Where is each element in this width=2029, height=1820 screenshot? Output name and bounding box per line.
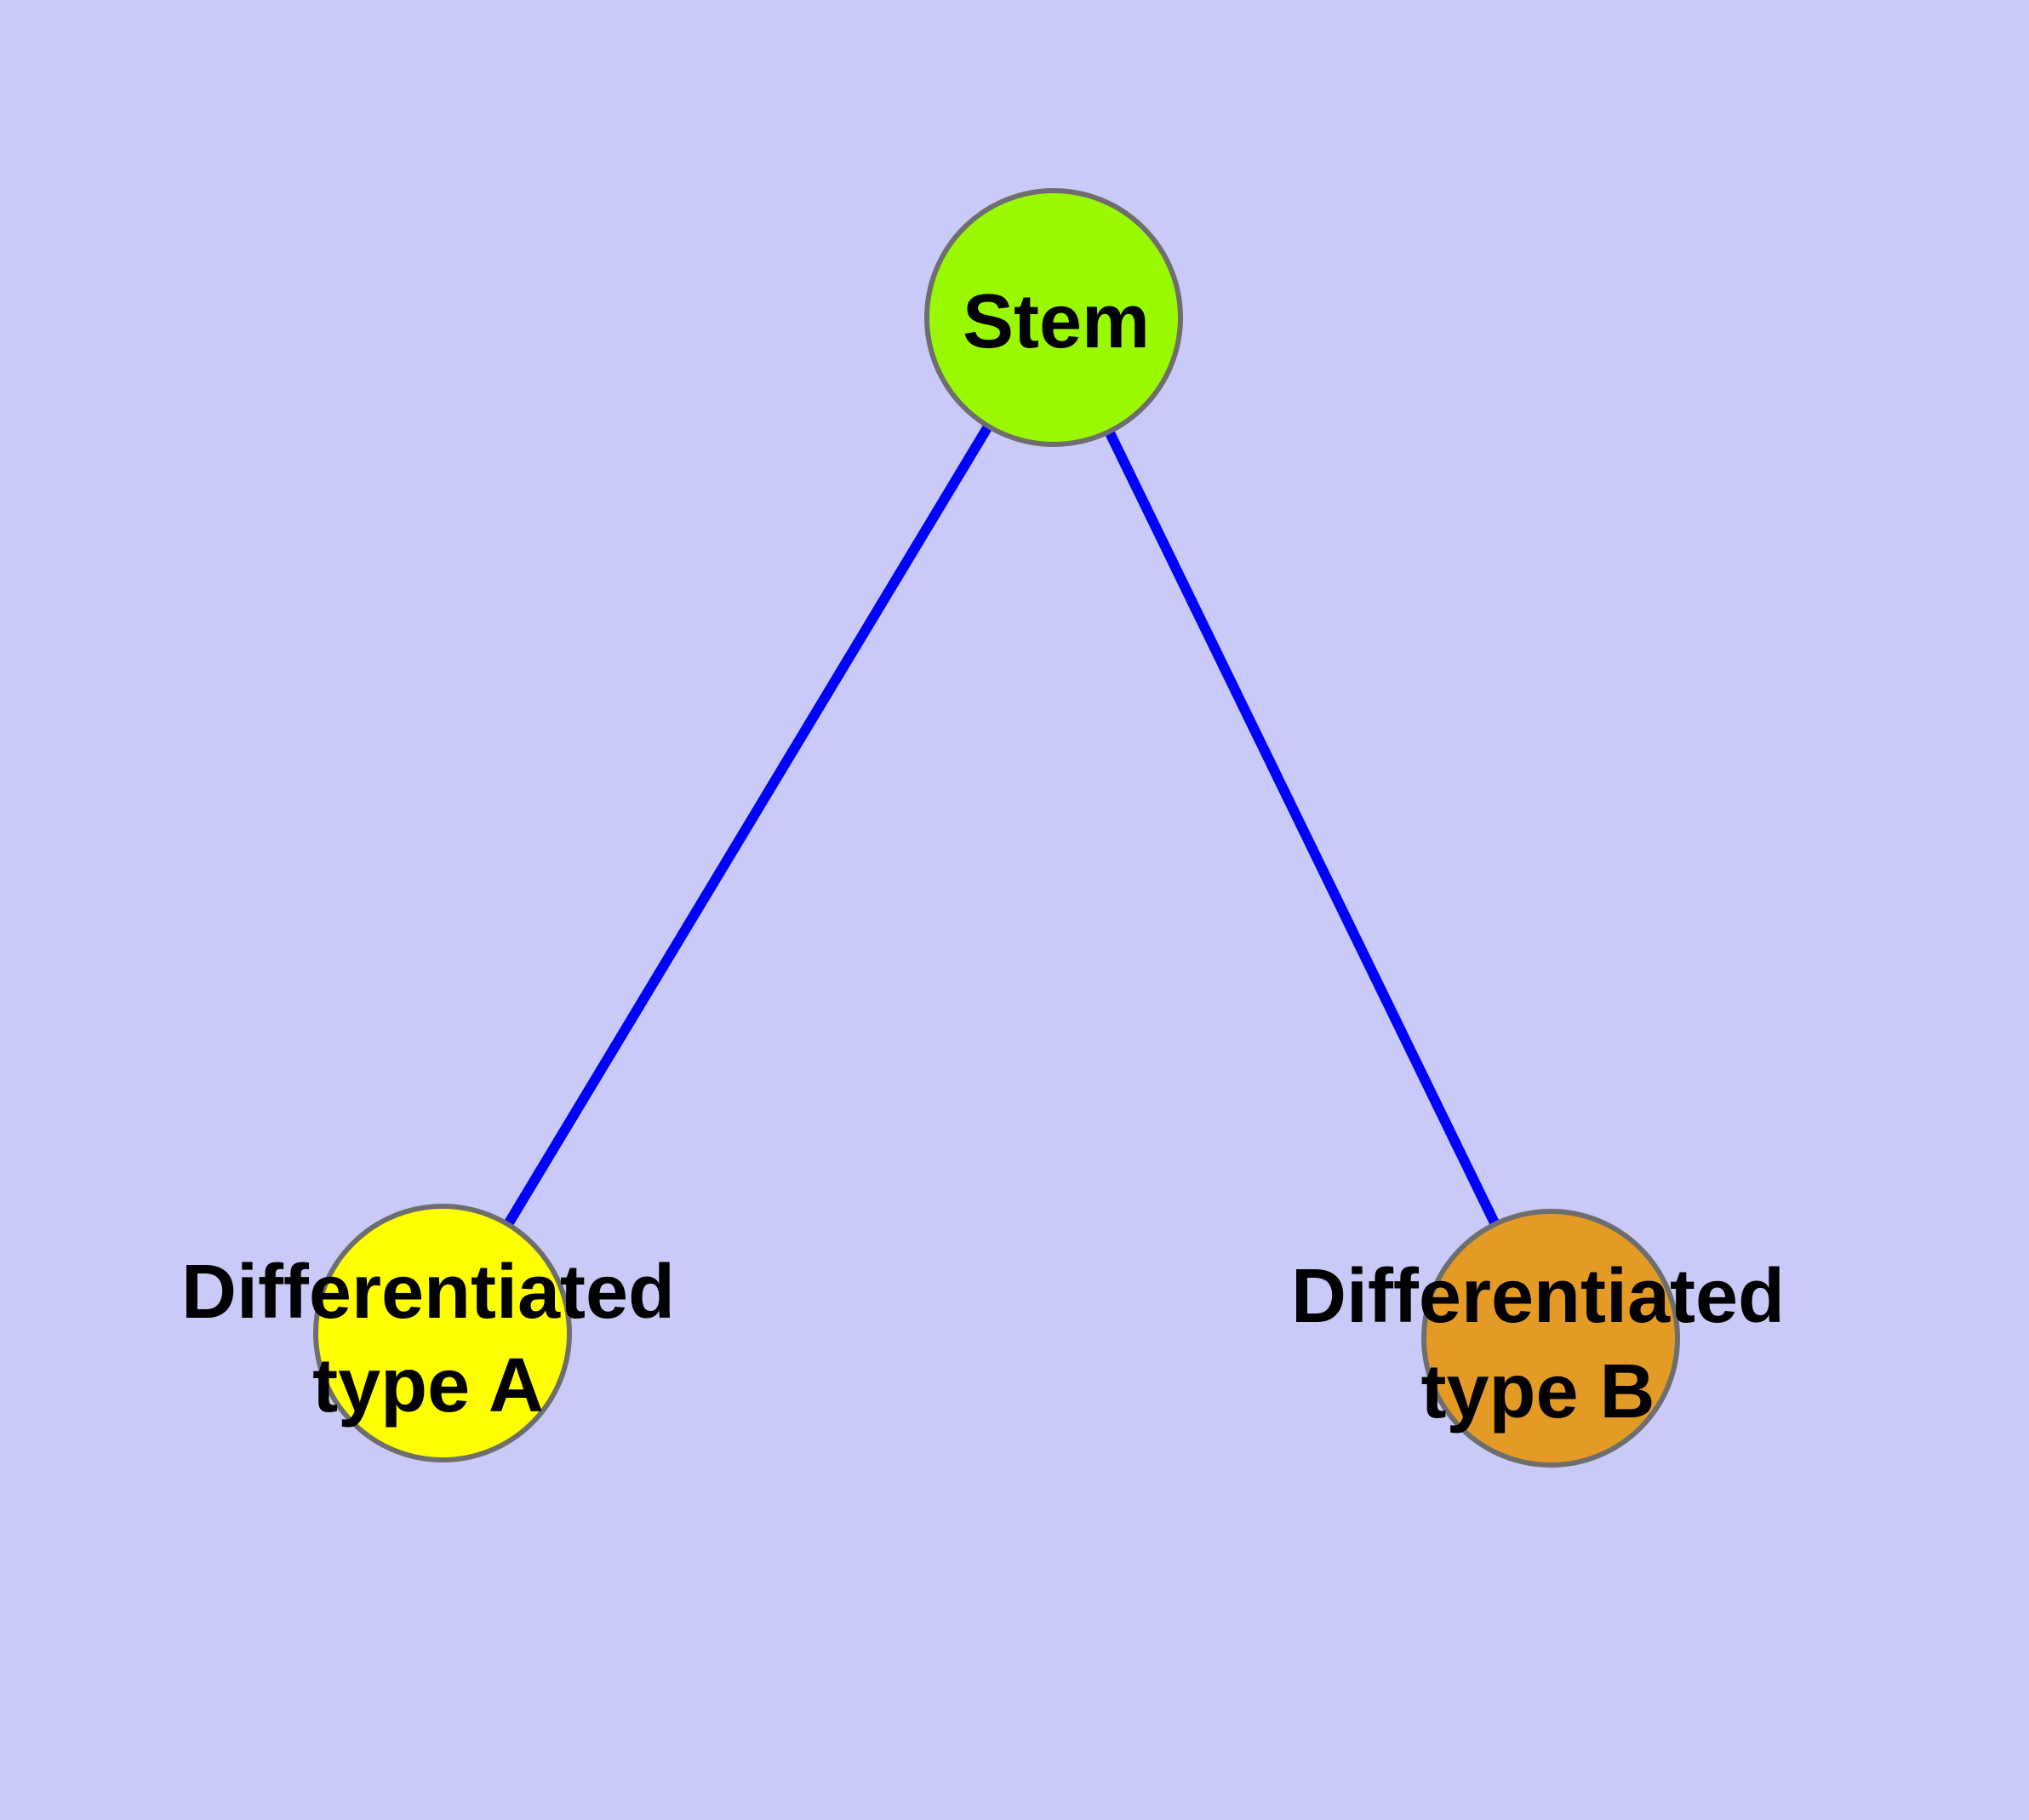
- node-type-b-label-line1: Differentiated: [1291, 1254, 1785, 1339]
- node-type-a-label-line1: Differentiated: [181, 1250, 675, 1335]
- node-differentiated-type-b: [1421, 1209, 1680, 1468]
- node-stem: [924, 188, 1183, 447]
- edge-stem-to-type-a: [437, 314, 1059, 1336]
- node-type-a-label-line2: type A: [312, 1343, 544, 1428]
- node-stem-label: Stem: [963, 279, 1150, 364]
- node-type-b-label-line2: type B: [1420, 1349, 1655, 1434]
- node-differentiated-type-a: [313, 1204, 572, 1462]
- edge-stem-to-type-b: [1049, 315, 1556, 1341]
